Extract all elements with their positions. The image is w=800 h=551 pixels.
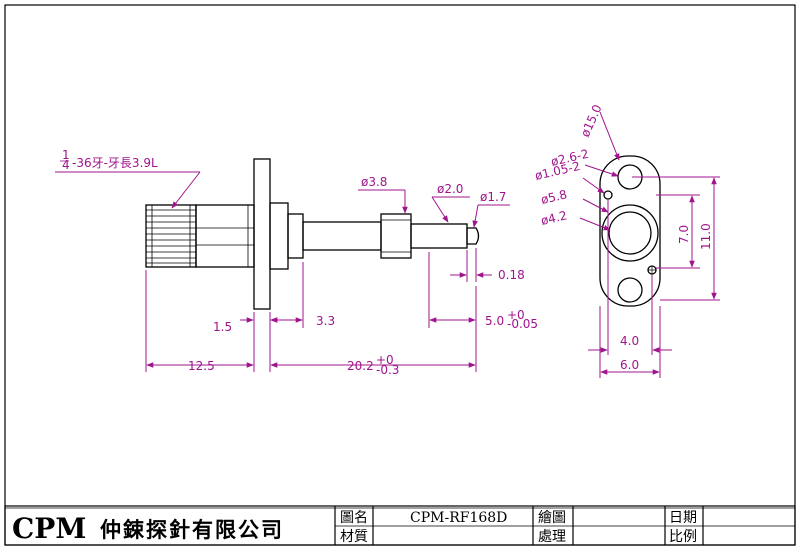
hex-body [195, 204, 255, 268]
thread-fraction-den: 4 [62, 158, 70, 172]
diameter-15-0-label: ø15.0 [578, 102, 605, 139]
drawn-label: 繪圖 [538, 509, 566, 526]
tip-tol-upper: +0 [507, 308, 525, 322]
drawing-name-value: CPM-RF168D [410, 510, 507, 526]
scale-label: 比例 [669, 529, 697, 545]
flange [253, 158, 271, 310]
thread-note-text: -36牙-牙長3.9L [72, 156, 158, 170]
front-20-2-dimension: 20.2 +0 -0.3 [347, 353, 399, 377]
tip-5-0-label: 5.0 [485, 314, 504, 328]
tip-tol-lower: -0.05 [507, 317, 538, 331]
small-hole-top [603, 190, 613, 200]
front-view-labels: ø15.0 ø2.6-2 ø1.05-2 ø5.8 ø4.2 7.0 11.0 … [534, 102, 713, 372]
height-7-0-label: 7.0 [677, 225, 691, 244]
rear-12-5-label: 12.5 [188, 359, 215, 373]
pin-tip [466, 227, 480, 245]
flange-hub [269, 202, 289, 270]
front-tol-upper: +0 [376, 353, 394, 367]
title-block [4, 505, 796, 546]
width-6-0-label: 6.0 [620, 358, 639, 372]
shaft [302, 221, 382, 251]
diameter-4-2-label: ø4.2 [540, 208, 569, 228]
thread-fraction-num: 1 [62, 148, 70, 162]
side-view-dimensions [55, 171, 510, 372]
neck-3-3-label: 3.3 [316, 314, 335, 328]
diameter-5-8-label: ø5.8 [540, 187, 569, 207]
thread-note: 1 4 -36牙-牙長3.9L [60, 148, 158, 172]
contact-body [380, 213, 412, 259]
company-logo: CPM [12, 512, 86, 545]
flange-outline [599, 155, 661, 307]
diameter-1-7-label: ø1.7 [480, 190, 506, 204]
front-view-dimensions [579, 111, 720, 378]
threaded-section [145, 204, 197, 268]
company-name: 仲鋉探針有限公司 [100, 517, 284, 542]
gap-0-18-label: 0.18 [498, 268, 525, 282]
side-view-labels: 1 4 -36牙-牙長3.9L ø3.8 ø2.0 ø1.7 0.18 1.5 … [60, 148, 538, 377]
front-view [599, 155, 661, 307]
pin [410, 223, 468, 249]
flange-1-5-label: 1.5 [213, 320, 232, 334]
insulator-ring [287, 213, 304, 259]
tip-5-0-dimension: 5.0 +0 -0.05 [485, 308, 538, 331]
diameter-3-8-label: ø3.8 [361, 175, 387, 189]
diameter-2-0-label: ø2.0 [437, 182, 463, 196]
side-view [145, 158, 480, 310]
material-label: 材質 [340, 529, 368, 545]
front-20-2-label: 20.2 [347, 359, 374, 373]
title-block-text: CPM 仲鋉探針有限公司 圖名 CPM-RF168D 材質 繪圖 處理 日期 比… [12, 509, 697, 545]
height-11-0-label: 11.0 [699, 223, 713, 250]
front-tol-lower: -0.3 [376, 363, 399, 377]
process-label: 處理 [538, 529, 566, 545]
outer-ring [601, 204, 659, 262]
width-4-0-label: 4.0 [620, 334, 639, 348]
inner-ring [608, 211, 652, 255]
mount-hole-bottom [617, 277, 643, 303]
date-label: 日期 [669, 510, 697, 526]
drawing-name-label: 圖名 [340, 510, 368, 526]
drawing-frame [4, 4, 796, 546]
